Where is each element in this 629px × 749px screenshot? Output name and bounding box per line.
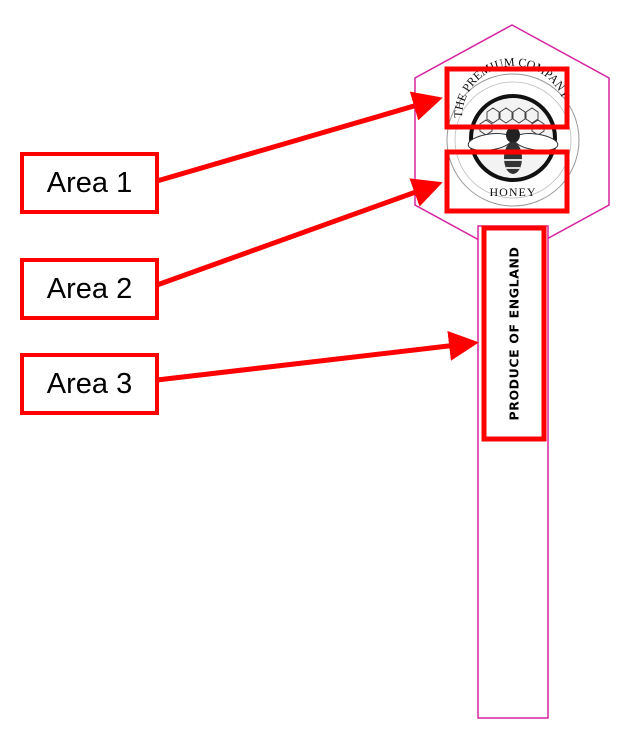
- area-3-box: [481, 225, 547, 442]
- label-area-3: Area 3: [20, 353, 159, 415]
- arrow-area-3: [156, 330, 479, 383]
- logo-bottom-text: HONEY: [490, 185, 537, 199]
- area-1-box: [444, 66, 570, 130]
- arrow-area-1: [156, 91, 443, 184]
- label-area-2: Area 2: [20, 258, 159, 320]
- honey-logo: THE PREMIUM COMPANY HONEY: [446, 55, 580, 207]
- arrow-area-2: [156, 178, 443, 288]
- strip-text: PRODUCE OF ENGLAND: [506, 245, 522, 421]
- strip-text-container: PRODUCE OF ENGLAND: [487, 232, 541, 434]
- label-area-1: Area 1: [20, 152, 159, 214]
- area-2-box: [444, 149, 570, 214]
- stick-outline: [477, 225, 549, 719]
